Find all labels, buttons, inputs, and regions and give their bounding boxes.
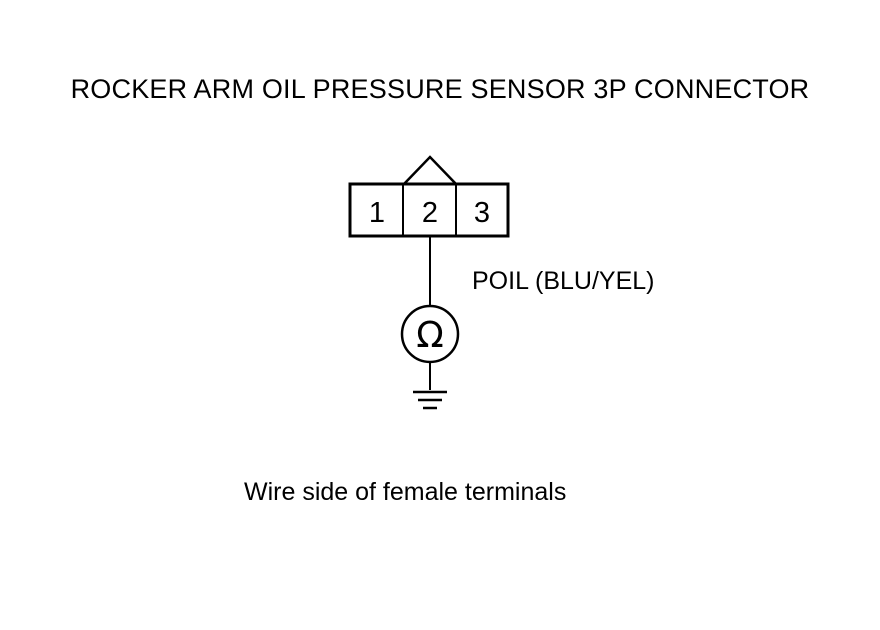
ground-icon (413, 390, 447, 410)
ohm-symbol: Ω (416, 315, 444, 356)
wire-label: POIL (BLU/YEL) (472, 267, 655, 295)
pin-2-label: 2 (422, 197, 438, 229)
diagram-title: ROCKER ARM OIL PRESSURE SENSOR 3P CONNEC… (70, 74, 810, 104)
pin-3-label: 3 (474, 197, 490, 229)
diagram-caption: Wire side of female terminals (244, 478, 567, 506)
connector-key (403, 155, 457, 185)
ohmmeter-icon: Ω (400, 304, 460, 364)
pin-1-label: 1 (369, 197, 385, 229)
